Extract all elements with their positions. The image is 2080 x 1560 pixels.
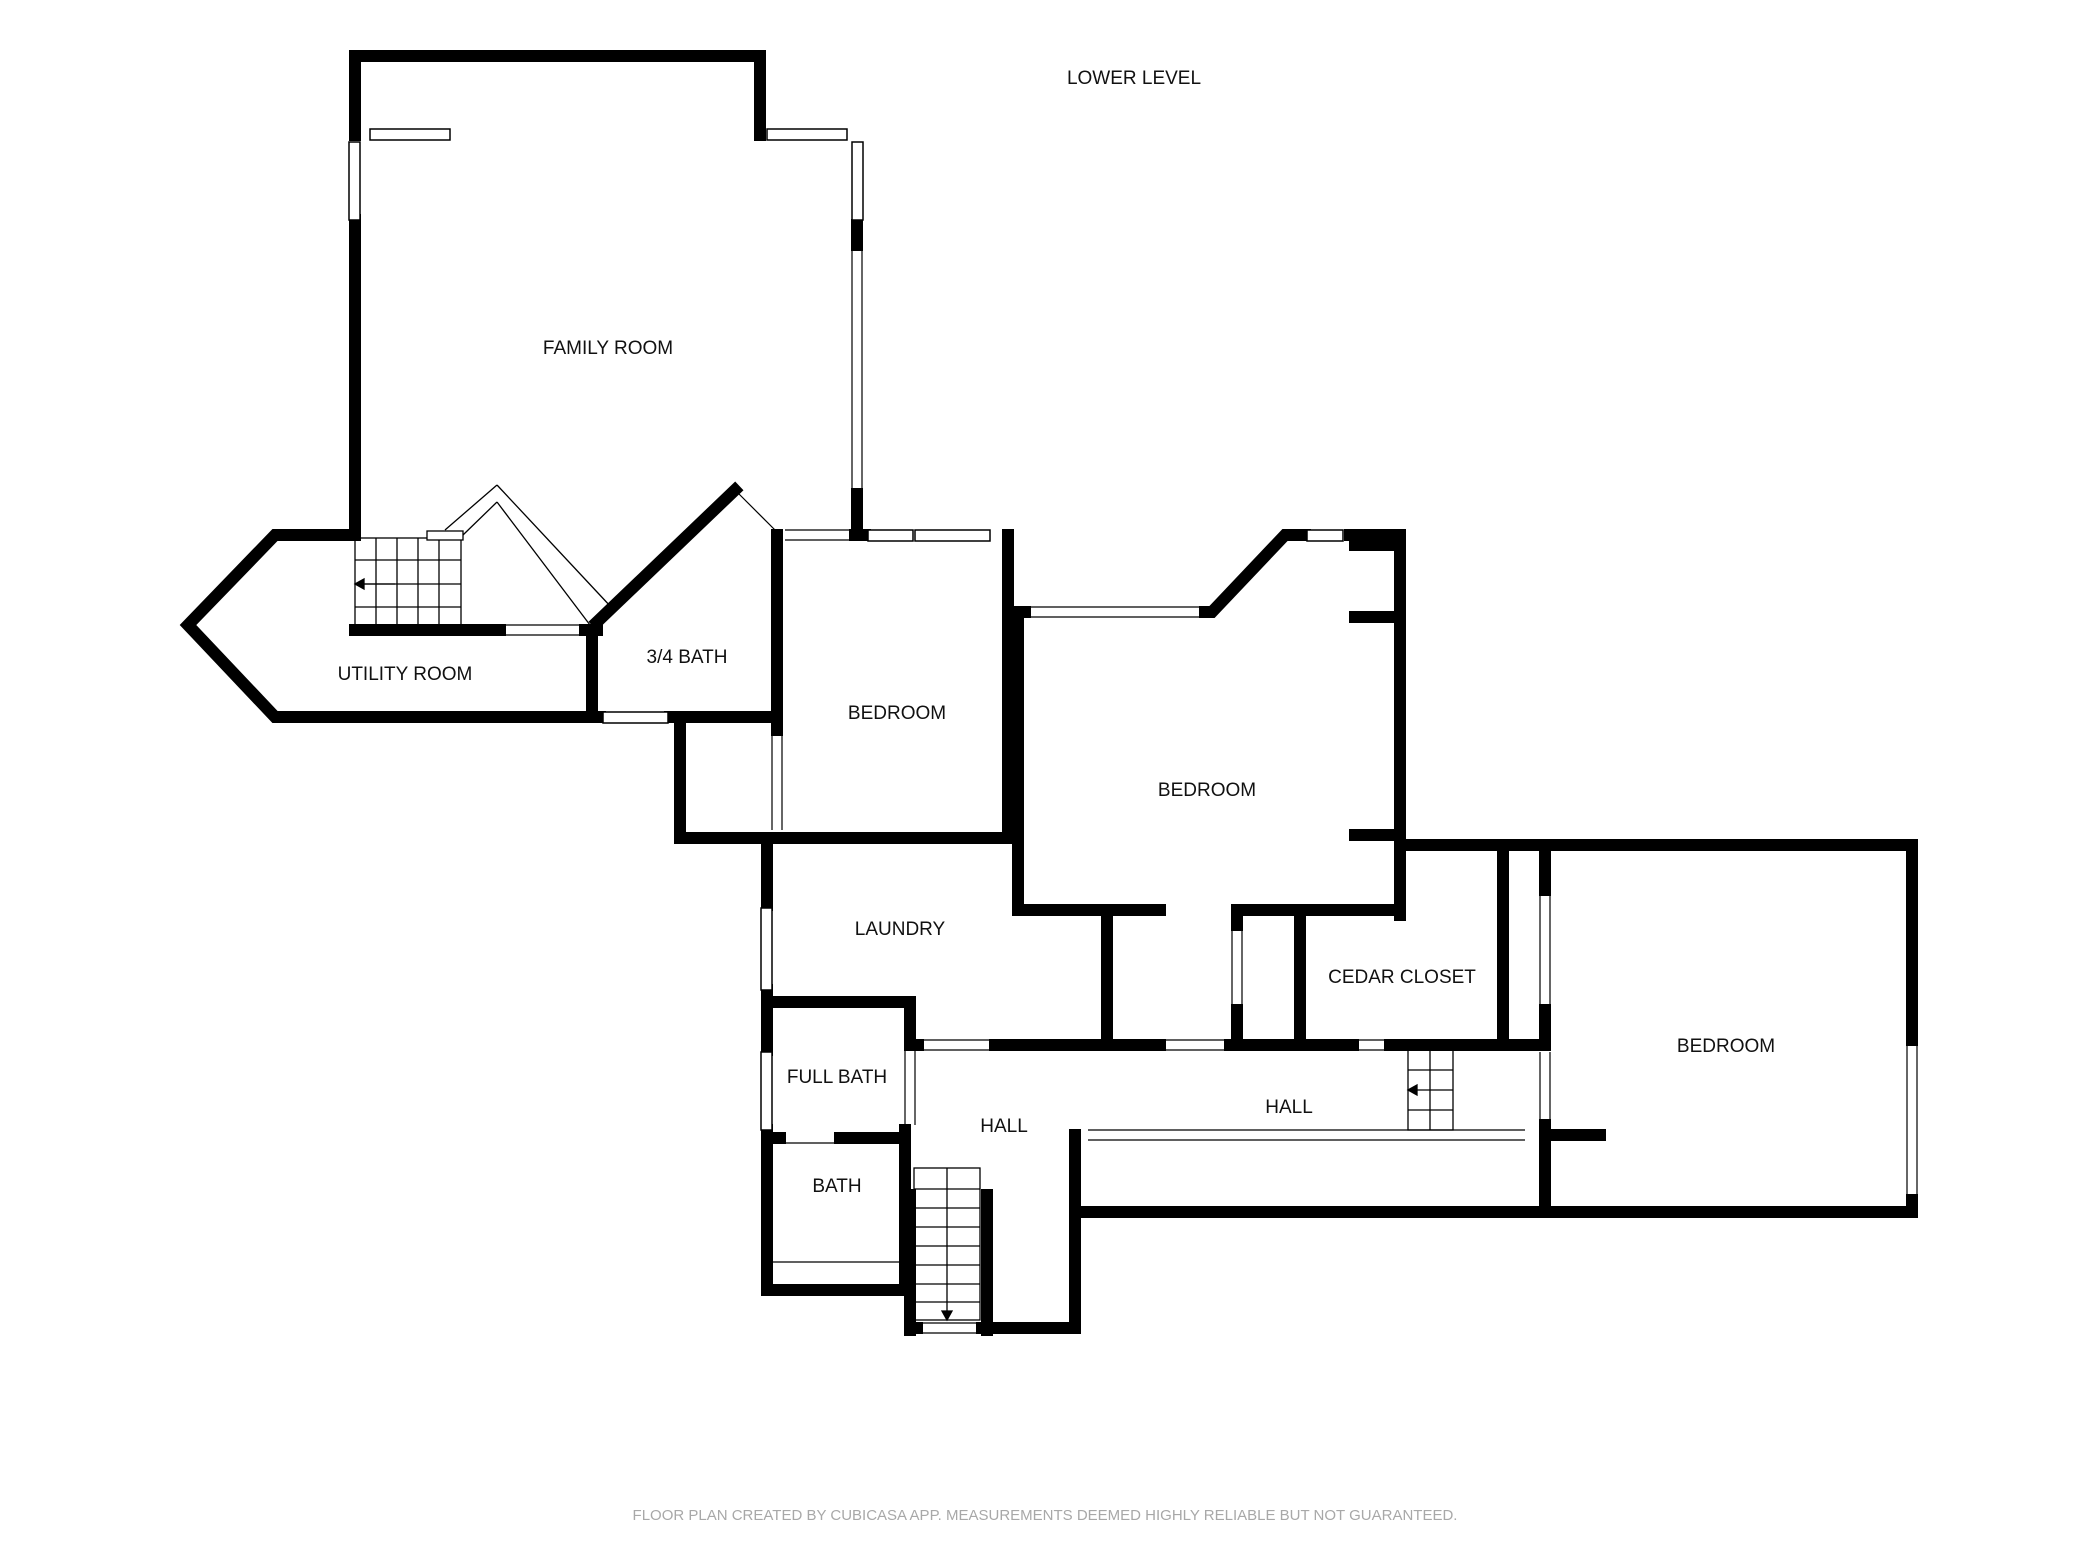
room-label-bedroom-1: BEDROOM <box>848 703 946 724</box>
room-label-hall-2: HALL <box>1265 1097 1313 1118</box>
window-family-top-right <box>766 128 848 141</box>
room-label-family-room: FAMILY ROOM <box>543 338 673 359</box>
hall-wall-bottom-right <box>976 1129 1081 1334</box>
opening-34bath <box>736 491 778 533</box>
window-fullbath-left <box>760 1051 773 1131</box>
stairs-hall-down-arrow <box>940 1310 954 1322</box>
stairs-hall-right-arrow <box>1406 1083 1418 1097</box>
stairs-utility <box>353 484 613 631</box>
window-bedroom1-2 <box>914 529 991 542</box>
bedroom2-wall-top-right <box>1344 529 1406 844</box>
room-label-hall-1: HALL <box>980 1116 1028 1137</box>
room-label-bedroom-3: BEDROOM <box>1677 1036 1775 1057</box>
window-family-top-left <box>369 128 451 141</box>
room-label-utility-room: UTILITY ROOM <box>338 664 473 685</box>
window-family-right <box>851 141 864 221</box>
stairs-utility-rail-2 <box>496 484 613 609</box>
bedroom3-wall-top <box>1394 839 1918 1046</box>
window-bedroom2-top <box>1306 529 1344 542</box>
footer-disclaimer: FLOOR PLAN CREATED BY CUBICASA APP. MEAS… <box>633 1507 1458 1524</box>
utility-room-wall <box>179 529 606 723</box>
closet-wall <box>674 711 783 844</box>
window-utility-bottom <box>602 711 669 724</box>
walls <box>179 50 1918 1336</box>
room-label-laundry: LAUNDRY <box>855 919 946 940</box>
stairs-utility-rail-4 <box>496 501 591 626</box>
window-bedroom1-1 <box>867 529 914 542</box>
stairs-utility-rail-3 <box>462 501 498 536</box>
family-room-wall-top <box>349 50 766 141</box>
bath-34-wall-diagonal <box>588 481 744 631</box>
stairs-hall-right <box>1406 1049 1454 1131</box>
full-bath-wall-top <box>761 996 916 1056</box>
window-laundry-left <box>760 907 773 991</box>
room-label-full-bath: FULL BATH <box>787 1067 887 1088</box>
windows <box>348 128 1344 1131</box>
room-label-bedroom-2: BEDROOM <box>1158 780 1256 801</box>
room-label-cedar-closet: CEDAR CLOSET <box>1328 967 1476 988</box>
window-family-left <box>348 141 361 221</box>
level-title: LOWER LEVEL <box>1067 68 1201 89</box>
stairs-utility-arrow <box>353 577 365 591</box>
room-label-34-bath: 3/4 BATH <box>647 647 728 668</box>
openings <box>503 248 1918 1334</box>
room-label-bath: BATH <box>812 1176 861 1197</box>
stairs-hall-down <box>913 1167 981 1322</box>
stairs-utility-landing <box>426 530 464 541</box>
stairs-utility-rail-1 <box>444 484 498 531</box>
bedroom2-wall-diagonal <box>1199 529 1311 618</box>
